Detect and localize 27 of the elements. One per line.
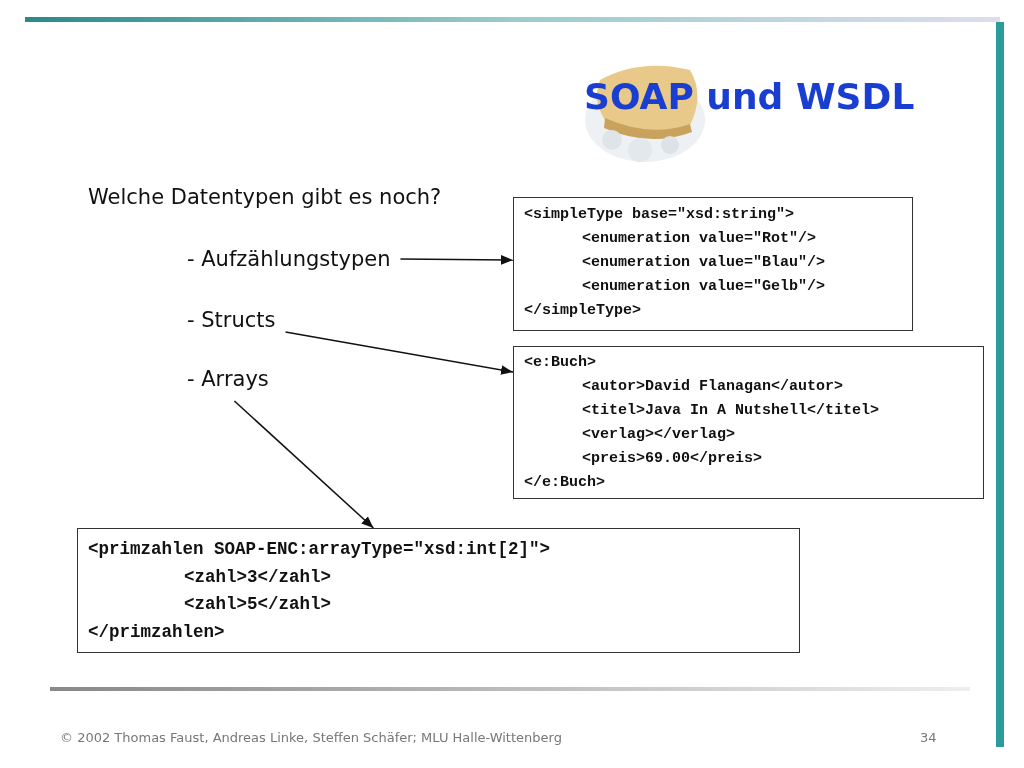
code-line: <e:Buch> [524,353,597,373]
code-line: <verlag></verlag> [581,425,737,445]
code-box [513,346,984,499]
code-line: </simpleType> [524,301,643,321]
code-box [77,528,800,653]
code-line: </primzahlen> [88,620,226,644]
code-line: <simpleType base="xsd:string"> [524,205,796,225]
code-line: <enumeration value="Blau"/> [581,253,827,273]
question-text: Welche Datentypen gibt es noch? [88,185,442,209]
list-item: - Arrays [187,367,269,391]
footer-text: © 2002 Thomas Faust, Andreas Linke, Steffen Schäfer; MLU Halle-Wittenberg [60,730,562,745]
list-item: - Structs [187,308,276,332]
page-number: 34 [920,730,937,745]
code-line: <preis>69.00</preis> [581,449,764,469]
code-line: <titel>Java In A Nutshell</titel> [581,401,881,421]
code-line: <autor>David Flanagan</autor> [581,377,845,397]
code-box [513,197,913,331]
arrow [284,331,514,375]
code-line: <enumeration value="Gelb"/> [581,277,827,297]
code-line: <zahl>5</zahl> [183,593,333,616]
arrow [399,255,514,265]
arrow [233,400,375,529]
code-line: </e:Buch> [524,473,606,493]
code-line: <primzahlen SOAP-ENC:arrayType="xsd:int[2]"> [88,538,552,561]
code-line: <enumeration value="Rot"/> [581,229,818,249]
list-item: - Aufzählungstypen [187,247,391,271]
code-line: <zahl>3</zahl> [183,565,333,589]
